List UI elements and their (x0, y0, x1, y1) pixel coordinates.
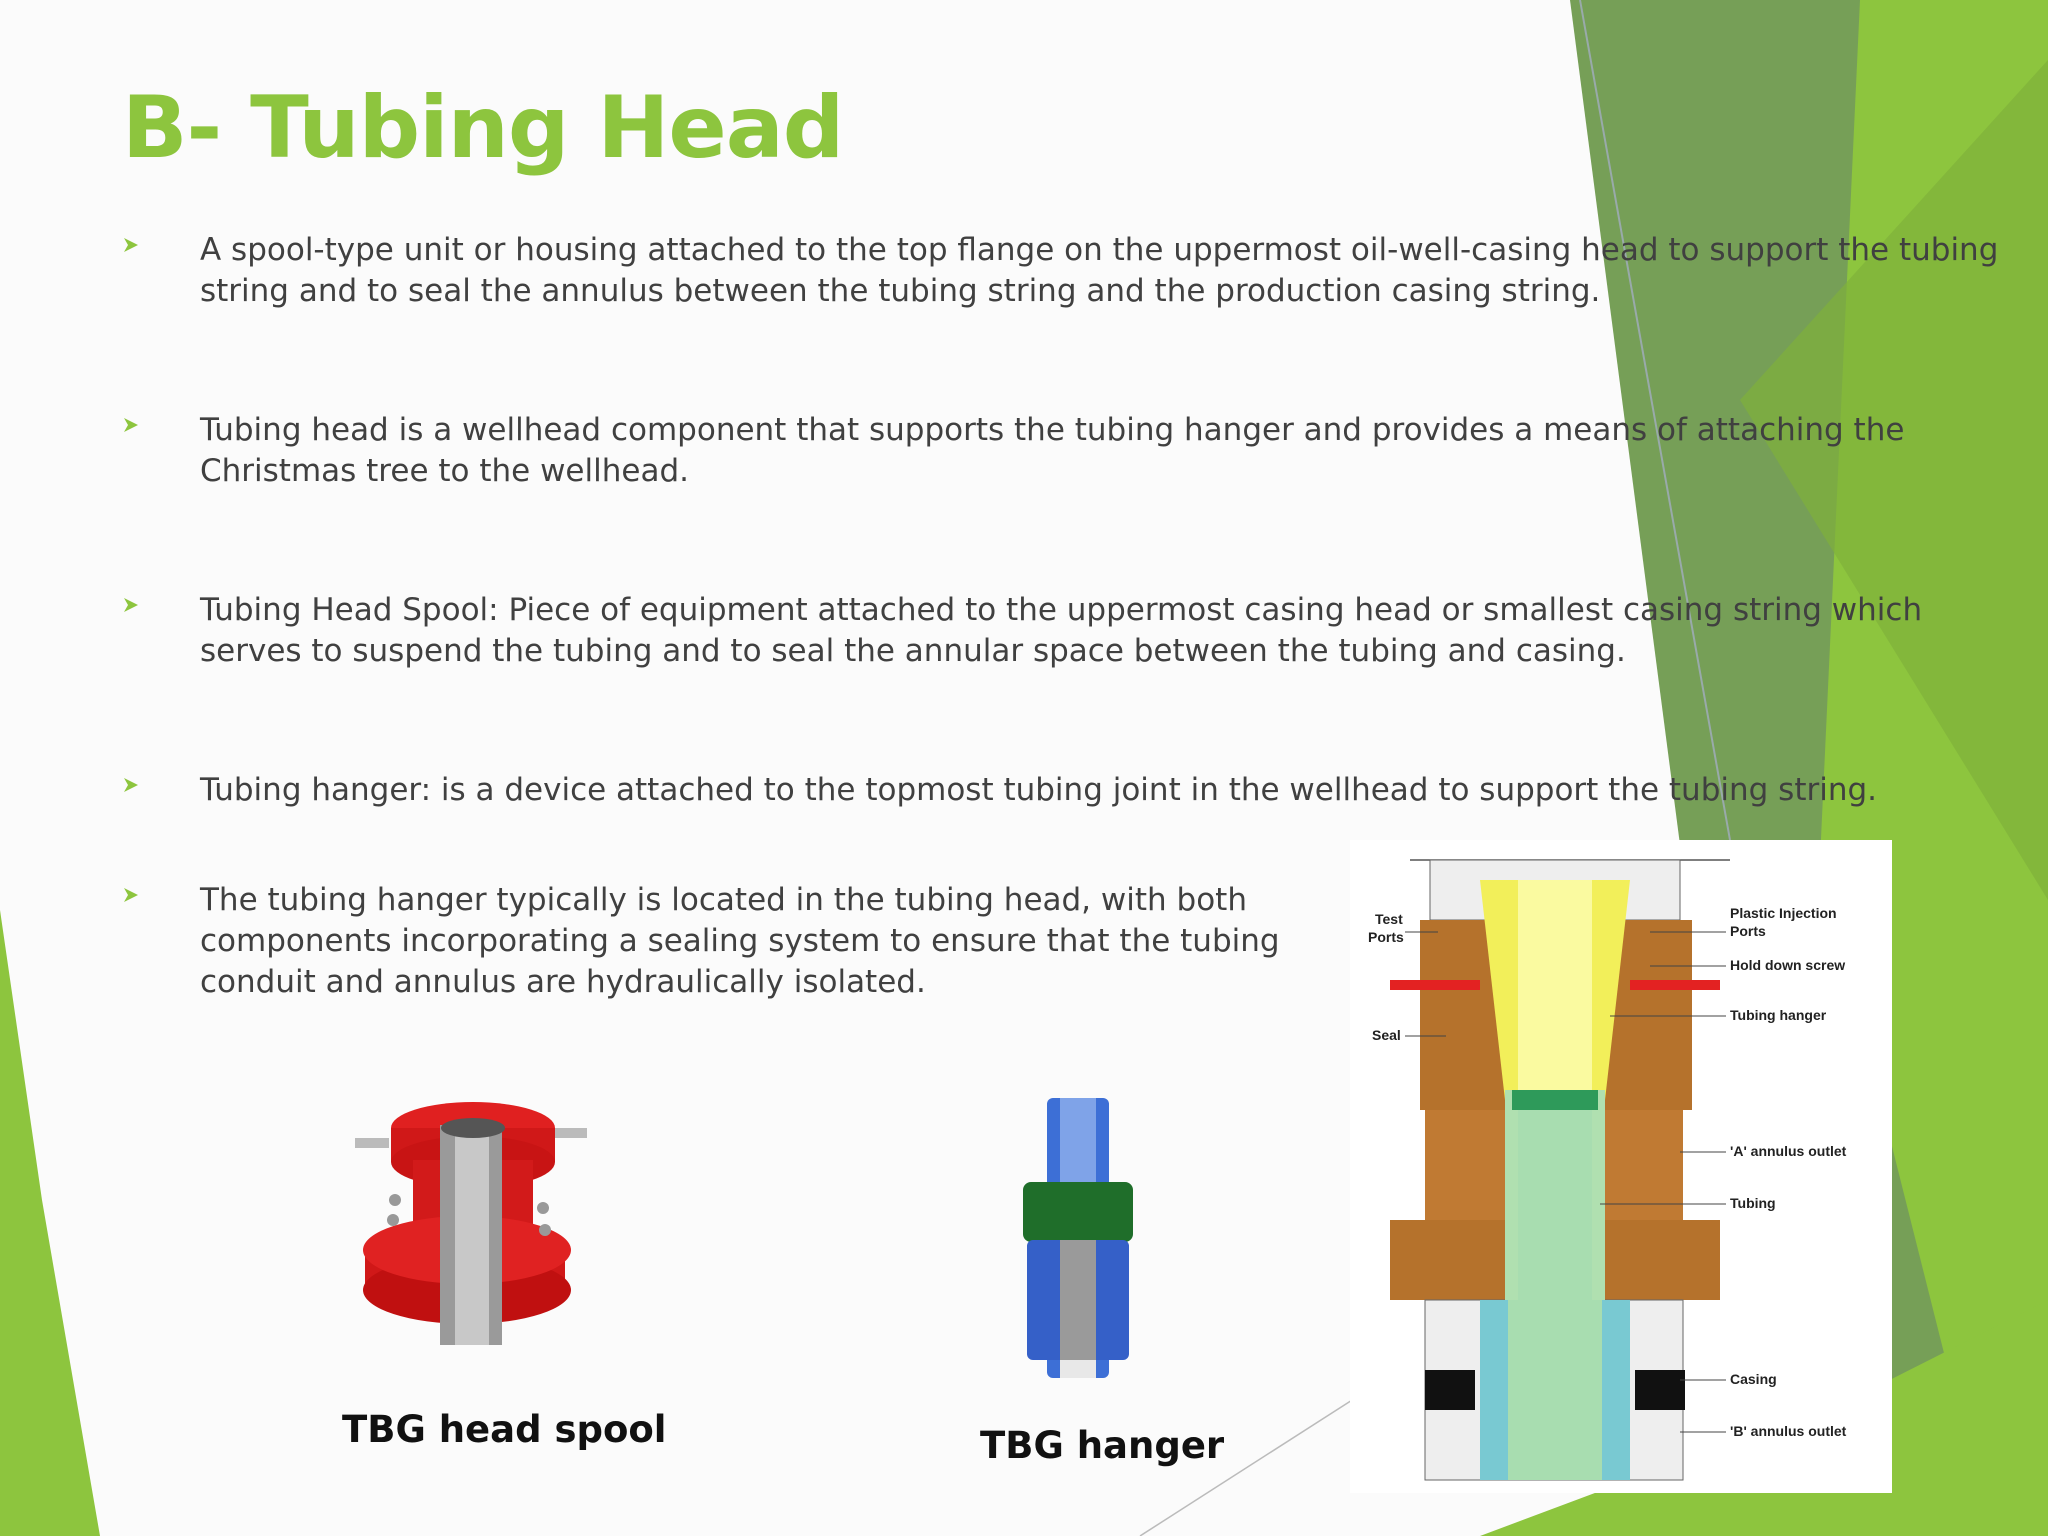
label-tubing: Tubing (1730, 1195, 1776, 1211)
label-ports-right: Ports (1730, 923, 1766, 939)
bullet-text: Tubing hanger: is a device attached to t… (200, 772, 1878, 808)
label-seal: Seal (1372, 1027, 1401, 1043)
caption-tbg-hanger: TBG hanger (980, 1424, 1225, 1467)
arrow-bullet-icon (124, 778, 138, 792)
arrow-bullet-icon (124, 238, 138, 252)
label-casing: Casing (1730, 1371, 1777, 1387)
tubing-head-spool-image (355, 1102, 587, 1345)
thin-line-1 (1579, 0, 1731, 841)
arrow-bullet-icon (124, 598, 138, 612)
bullet-text: A spool-type unit or housing attached to… (200, 232, 1999, 309)
label-b-annulus-outlet: 'B' annulus outlet (1730, 1423, 1847, 1439)
label-tubing-hanger: Tubing hanger (1730, 1007, 1827, 1023)
caption-tbg-head-spool: TBG head spool (342, 1408, 667, 1451)
right-accent-mid (1740, 60, 2048, 900)
bullet-text: The tubing hanger typically is located i… (200, 882, 1280, 1000)
label-test: Test (1375, 911, 1403, 927)
slide-title: B- Tubing Head (122, 78, 844, 178)
tubing-hanger-image (1023, 1098, 1133, 1378)
arrow-bullet-icon (124, 418, 138, 432)
thin-line-2 (1139, 1394, 1361, 1536)
arrow-bullet-icon (124, 888, 138, 902)
label-ports: Ports (1368, 929, 1404, 945)
left-accent (0, 910, 100, 1536)
bullet-text: Tubing head is a wellhead component that… (200, 412, 1905, 489)
label-a-annulus-outlet: 'A' annulus outlet (1730, 1143, 1847, 1159)
tubing-head-cross-section-diagram: Test Ports Seal Plastic Injection Ports … (1350, 840, 1892, 1493)
bottom-accent (1480, 1300, 2048, 1536)
label-hold-down-screw: Hold down screw (1730, 957, 1845, 973)
bullet-text: Tubing Head Spool: Piece of equipment at… (200, 592, 1923, 669)
label-plastic-injection: Plastic Injection (1730, 905, 1837, 921)
